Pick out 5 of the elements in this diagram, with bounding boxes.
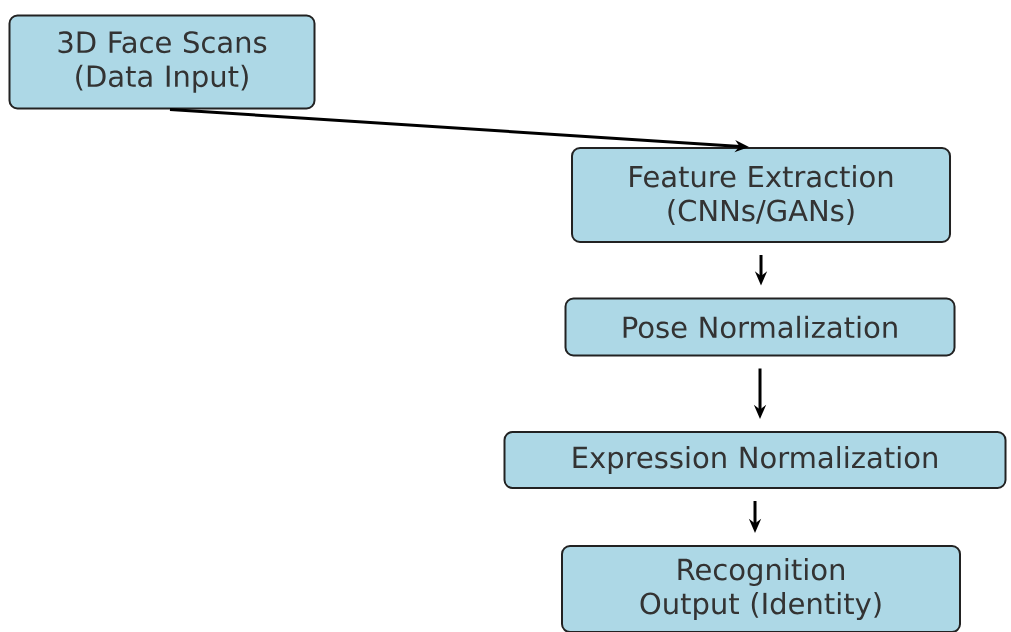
- process-box: Feature Extraction (CNNs/GANs): [571, 147, 951, 243]
- process-box: Expression Normalization: [503, 431, 1007, 489]
- process-box: 3D Face Scans (Data Input): [8, 14, 316, 110]
- process-box: Recognition Output (Identity): [561, 545, 961, 632]
- process-box: Pose Normalization: [564, 297, 956, 357]
